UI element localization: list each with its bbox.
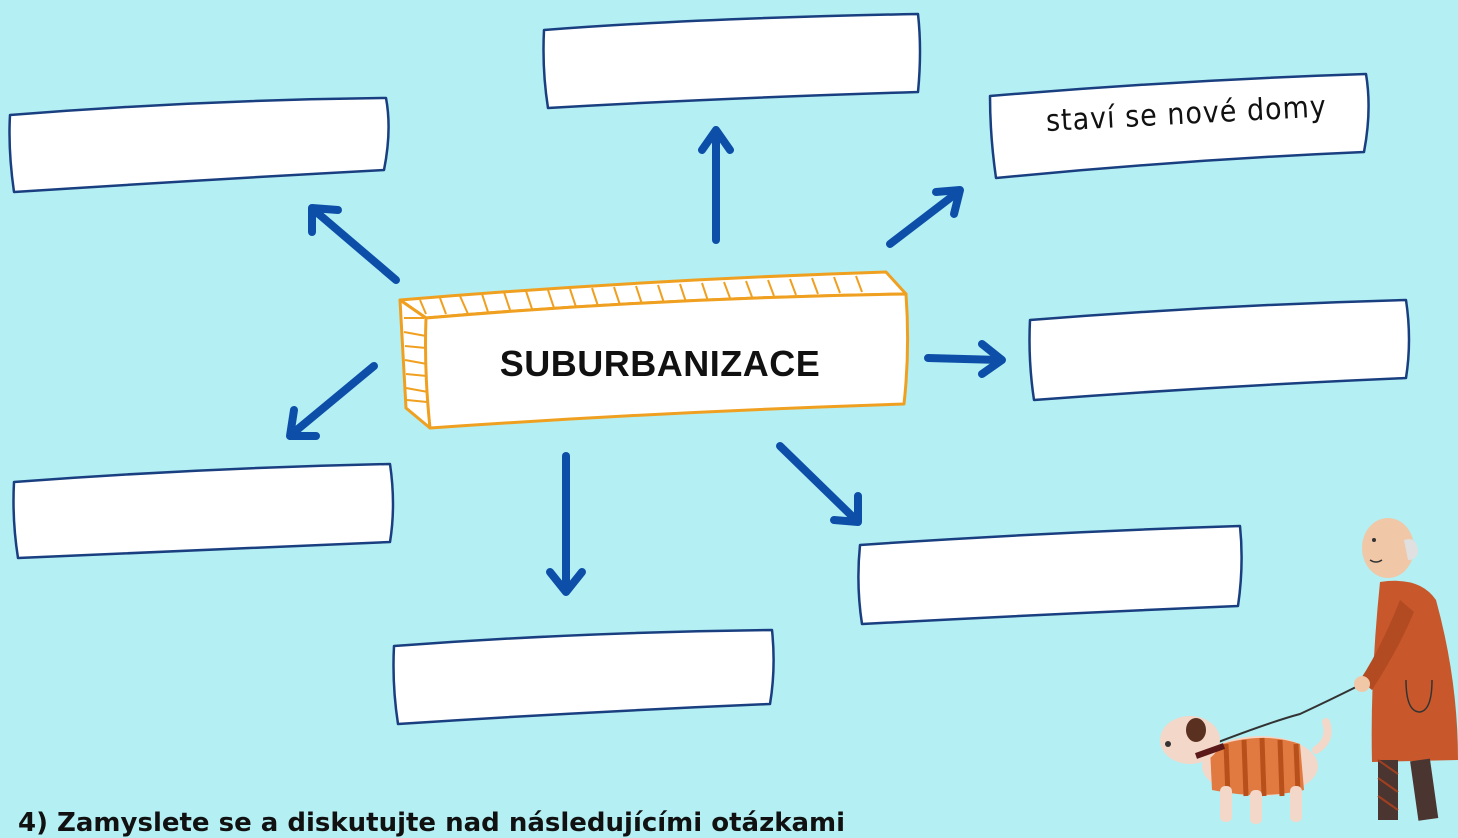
arrow-down-left (286, 362, 378, 440)
answer-box-bottom[interactable] (392, 628, 775, 726)
section-heading: 4) Zamyslete se a diskutujte nad následu… (18, 808, 846, 838)
arrow-down (546, 452, 586, 596)
arrow-right (924, 340, 1006, 378)
arrow-up-left (308, 204, 400, 284)
answer-box-top-right[interactable] (988, 72, 1370, 180)
arrow-up-right (886, 186, 964, 248)
answer-box-top-left[interactable] (8, 96, 390, 194)
answer-box-bottom-right[interactable] (857, 524, 1243, 626)
arrow-up (698, 126, 734, 244)
center-label: SUBURBANIZACE (499, 343, 821, 384)
answer-box-bottom-left[interactable] (12, 462, 395, 560)
answer-box-right[interactable] (1028, 298, 1411, 402)
arrow-down-right (776, 442, 862, 526)
answer-box-top[interactable] (542, 12, 922, 110)
